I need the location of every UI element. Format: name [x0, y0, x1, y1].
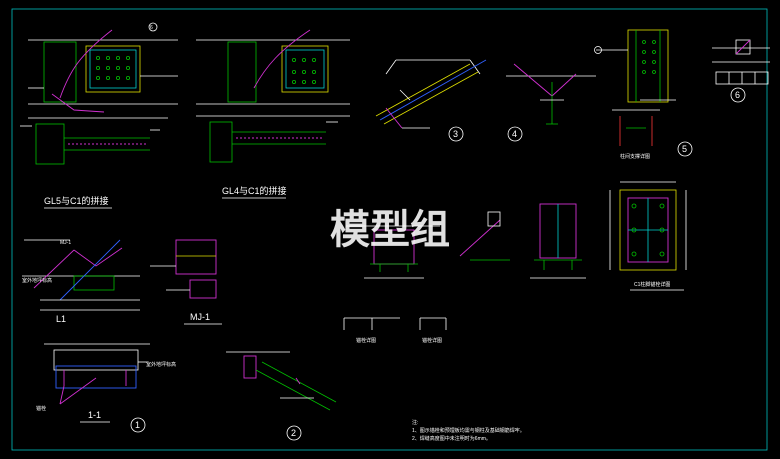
detail-3	[375, 59, 487, 129]
detail-column-base-c	[530, 203, 586, 279]
label-anchor-c: 锚栓	[36, 405, 46, 412]
detail-4	[506, 63, 596, 125]
detail-section-1-1	[44, 343, 150, 405]
svg-text:1: 1	[135, 420, 140, 430]
svg-text:4: 4	[512, 129, 517, 139]
drawing-border	[11, 8, 768, 451]
svg-text:5: 5	[682, 144, 687, 154]
detail-anchor-a	[343, 317, 400, 330]
detail-column-base-b	[459, 211, 510, 261]
label-mj1-note: MJ-1	[60, 240, 71, 246]
svg-text:6: 6	[150, 25, 153, 31]
detail-6	[712, 39, 770, 85]
label-anchor-a: 锚栓详图	[356, 337, 376, 344]
title-gl4-c1: GL4与C1的拼接	[222, 185, 287, 196]
title-gl5-c1: GL5与C1的拼接	[44, 195, 109, 206]
title-mj1: MJ-1	[190, 312, 210, 322]
label-rail-1: 室外地坪标高	[22, 277, 52, 284]
detail-number-5	[677, 141, 693, 157]
label-anchor-b: 锚栓详图	[422, 337, 442, 344]
detail-mj1	[150, 239, 217, 299]
detail-number-3	[448, 126, 464, 142]
notes-line-1: 1、图示锚栓和预埋板均需与钢柱及基础钢筋焊牢。	[412, 427, 525, 434]
detail-column-base-a	[346, 225, 440, 279]
svg-text:2: 2	[291, 428, 296, 438]
notes-line-2: 2、焊缝高度图中未注明时为6mm。	[412, 435, 491, 442]
detail-2	[226, 351, 337, 411]
detail-l1	[22, 239, 140, 311]
detail-gl5-c1-plan: 6	[20, 22, 178, 165]
title-c1-base: C1柱脚锚栓详图	[634, 281, 670, 288]
detail-5	[594, 29, 676, 146]
detail-gl4-c1-plan	[196, 29, 350, 163]
detail-number-4	[507, 126, 523, 142]
detail-number-1	[130, 417, 146, 433]
detail-c1-base-plan	[609, 181, 687, 271]
svg-text:6: 6	[735, 90, 740, 100]
label-rail-2: 室外地坪标高	[146, 361, 176, 368]
detail-anchor-b	[419, 317, 447, 330]
notes-head: 注:	[412, 419, 418, 426]
label-frame-support: 柱间支撑详图	[620, 153, 650, 160]
detail-number-6	[730, 87, 746, 103]
title-l1: L1	[56, 314, 66, 324]
watermark: 模型组	[330, 207, 450, 253]
title-section-1-1: 1-1	[88, 410, 101, 420]
detail-number-2	[286, 425, 302, 441]
svg-text:3: 3	[453, 129, 458, 139]
